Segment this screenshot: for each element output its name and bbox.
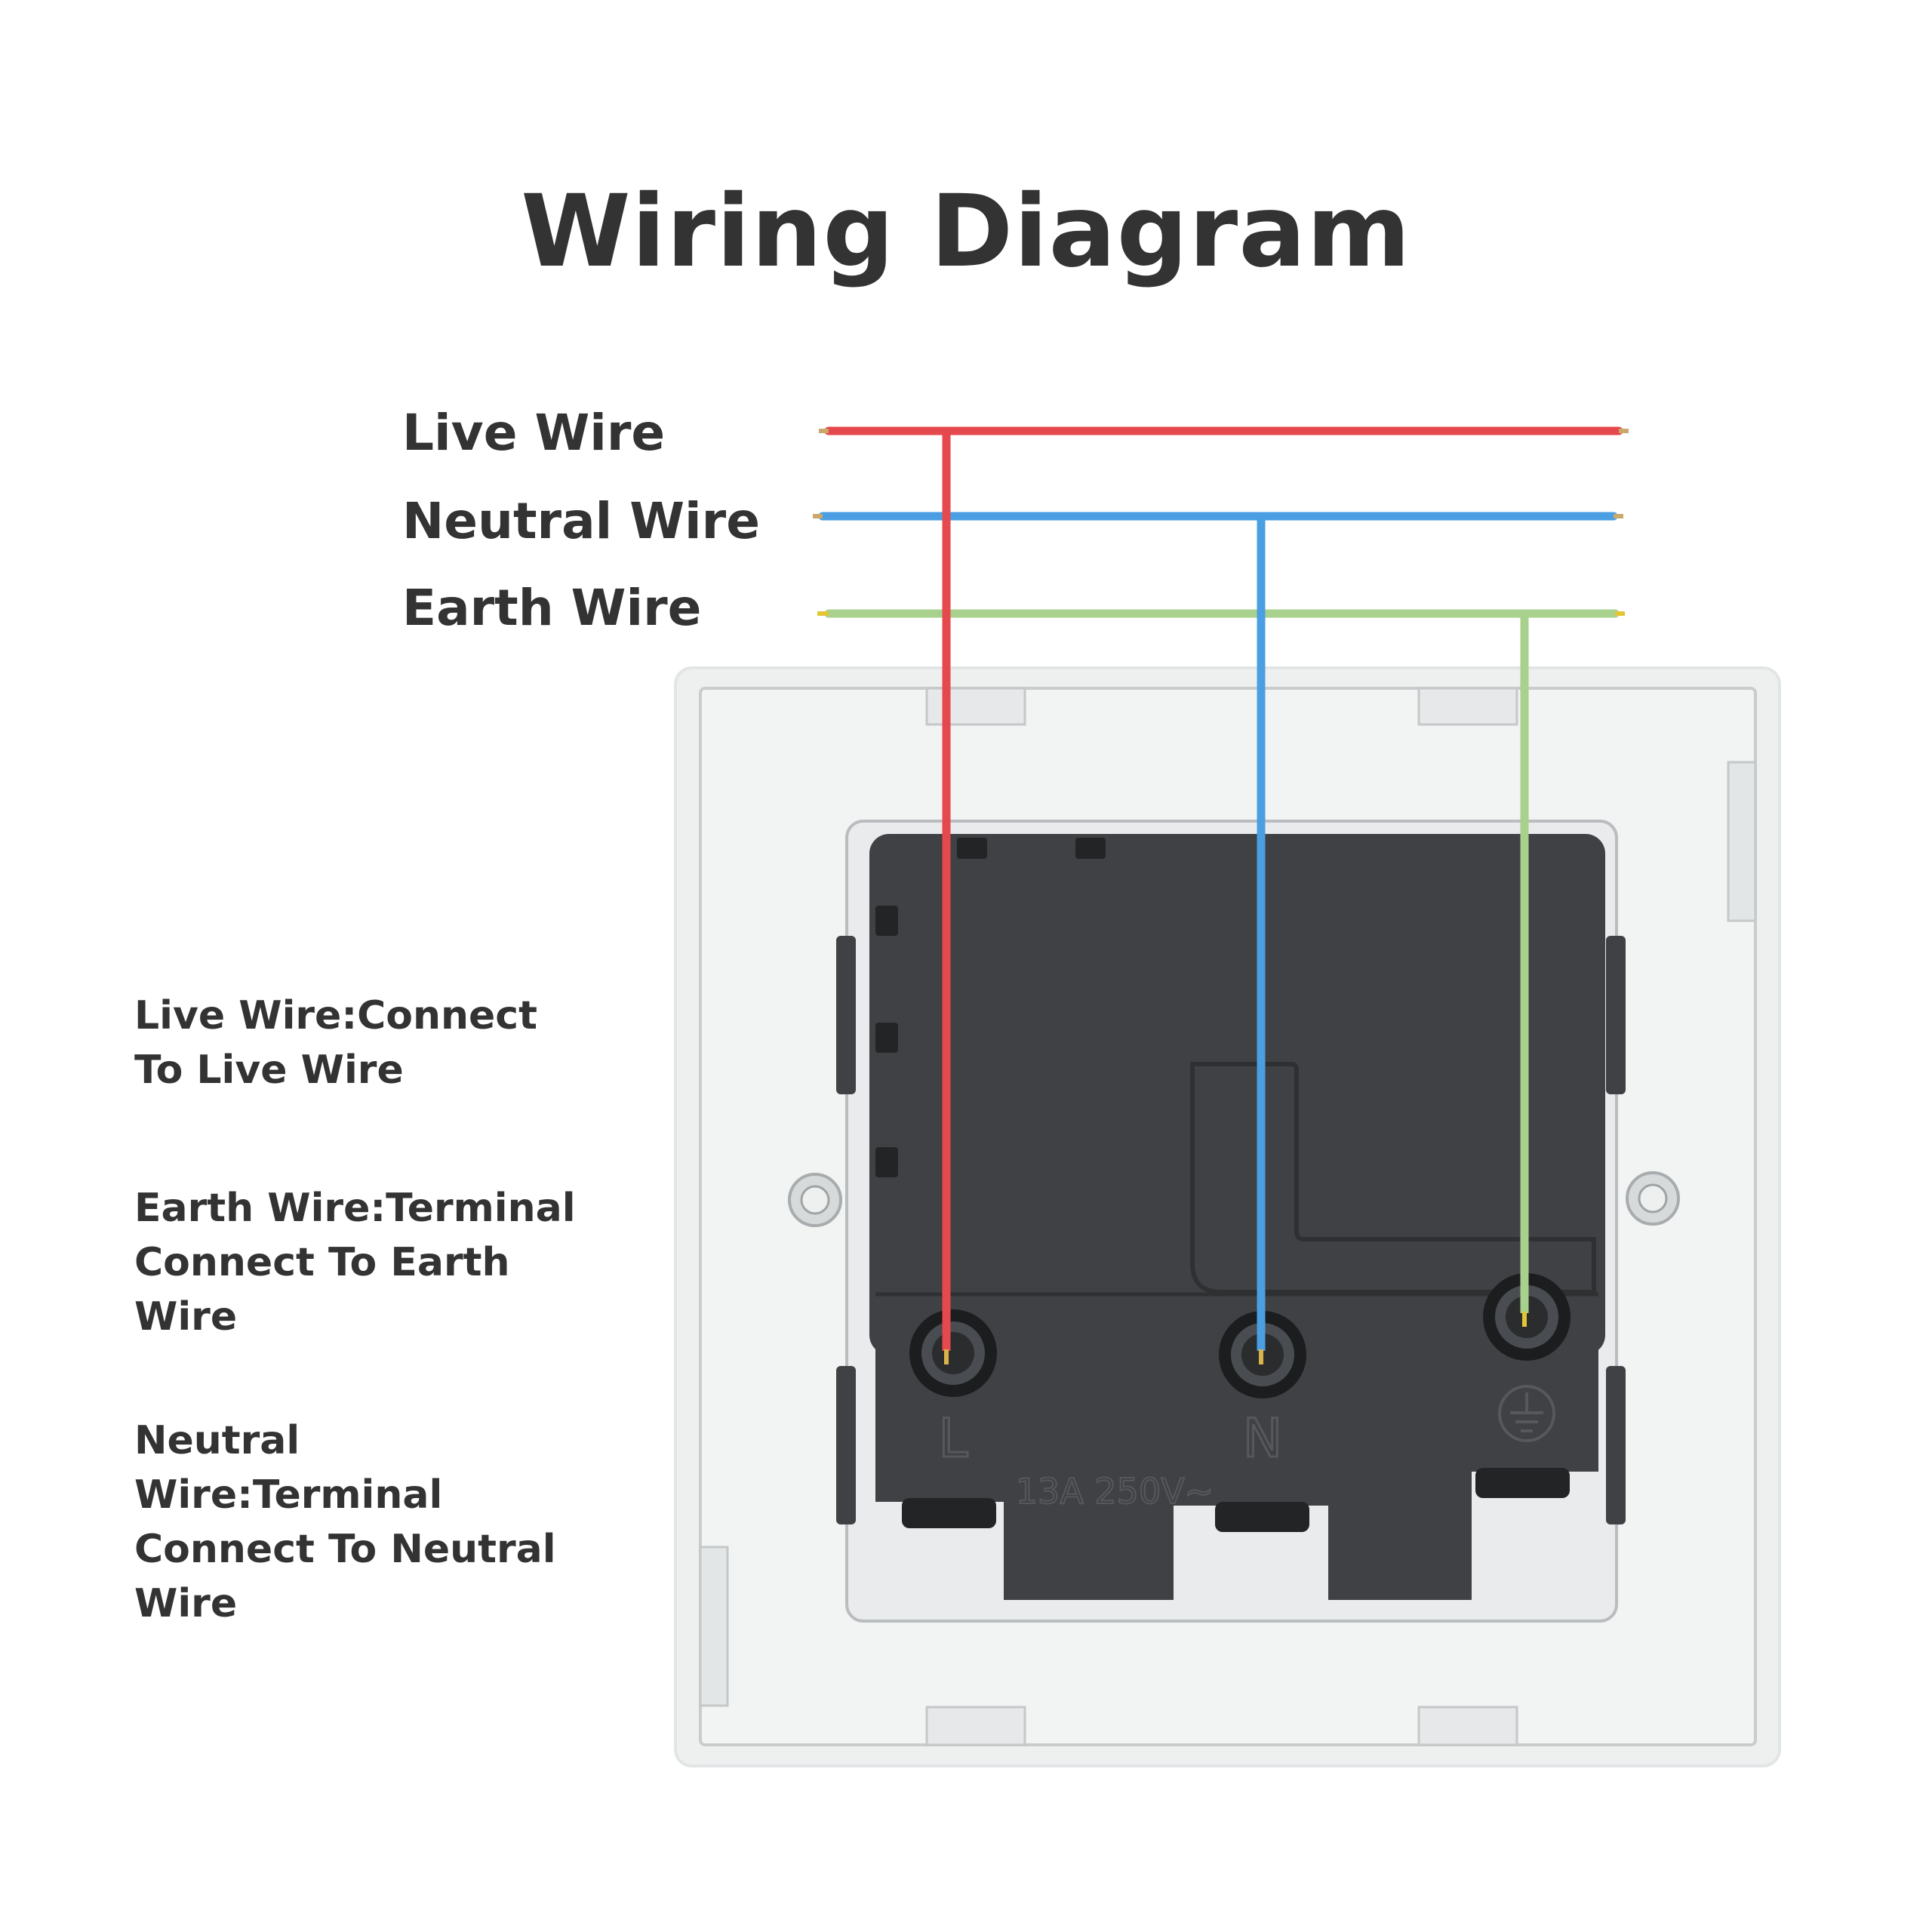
earth-symbol-icon: [1498, 1385, 1555, 1442]
screw-head: [1638, 1183, 1668, 1214]
neutral-wire-label: Neutral Wire: [402, 492, 760, 550]
clamp-tab: [1215, 1502, 1309, 1532]
side-tab: [836, 936, 856, 1094]
side-tab: [1606, 936, 1626, 1094]
plate-clip: [1417, 1706, 1518, 1746]
note-line: Live Wire:Connect: [134, 993, 537, 1038]
socket-body-upper: [869, 834, 1605, 1355]
side-tab: [1606, 1366, 1626, 1524]
note-line: Earth Wire:Terminal: [134, 1186, 576, 1231]
plate-clip: [925, 687, 1026, 726]
live-terminal-label: L: [939, 1407, 968, 1469]
live-wire-note: Live Wire:Connect To Live Wire: [134, 989, 602, 1097]
body-nub: [957, 838, 987, 859]
note-line: Wire: [134, 1581, 238, 1626]
rating-label: 13A 250V~: [1016, 1471, 1214, 1512]
plate-side-clip: [699, 1546, 729, 1707]
plate-clip: [1417, 687, 1518, 726]
page-title: Wiring Diagram: [521, 174, 1411, 290]
note-line: Wire: [134, 1294, 238, 1340]
body-nub: [875, 1147, 898, 1177]
screw-head: [800, 1185, 830, 1215]
neutral-wire-note: Neutral Wire:Terminal Connect To Neutral…: [134, 1414, 602, 1631]
clamp-tab: [902, 1498, 996, 1528]
plate-side-clip: [1727, 761, 1757, 922]
socket-raised-block: [1190, 1062, 1596, 1294]
earth-wire-label: Earth Wire: [402, 579, 702, 637]
side-tab: [836, 1366, 856, 1524]
note-line: Connect To Earth: [134, 1240, 510, 1285]
neutral-terminal-label: N: [1243, 1407, 1282, 1469]
note-line: To Live Wire: [134, 1048, 404, 1093]
note-line: Neutral Wire:Terminal: [134, 1418, 443, 1518]
socket-body-lower: [875, 1294, 1598, 1600]
body-nub: [1075, 838, 1106, 859]
clamp-tab: [1475, 1468, 1570, 1498]
live-terminal: [909, 1309, 997, 1397]
live-wire-label: Live Wire: [402, 404, 666, 462]
plate-clip: [925, 1706, 1026, 1746]
note-line: Connect To Neutral: [134, 1527, 556, 1572]
body-nub: [875, 906, 898, 936]
earth-wire-note: Earth Wire:Terminal Connect To Earth Wir…: [134, 1181, 602, 1344]
body-nub: [875, 1023, 898, 1053]
